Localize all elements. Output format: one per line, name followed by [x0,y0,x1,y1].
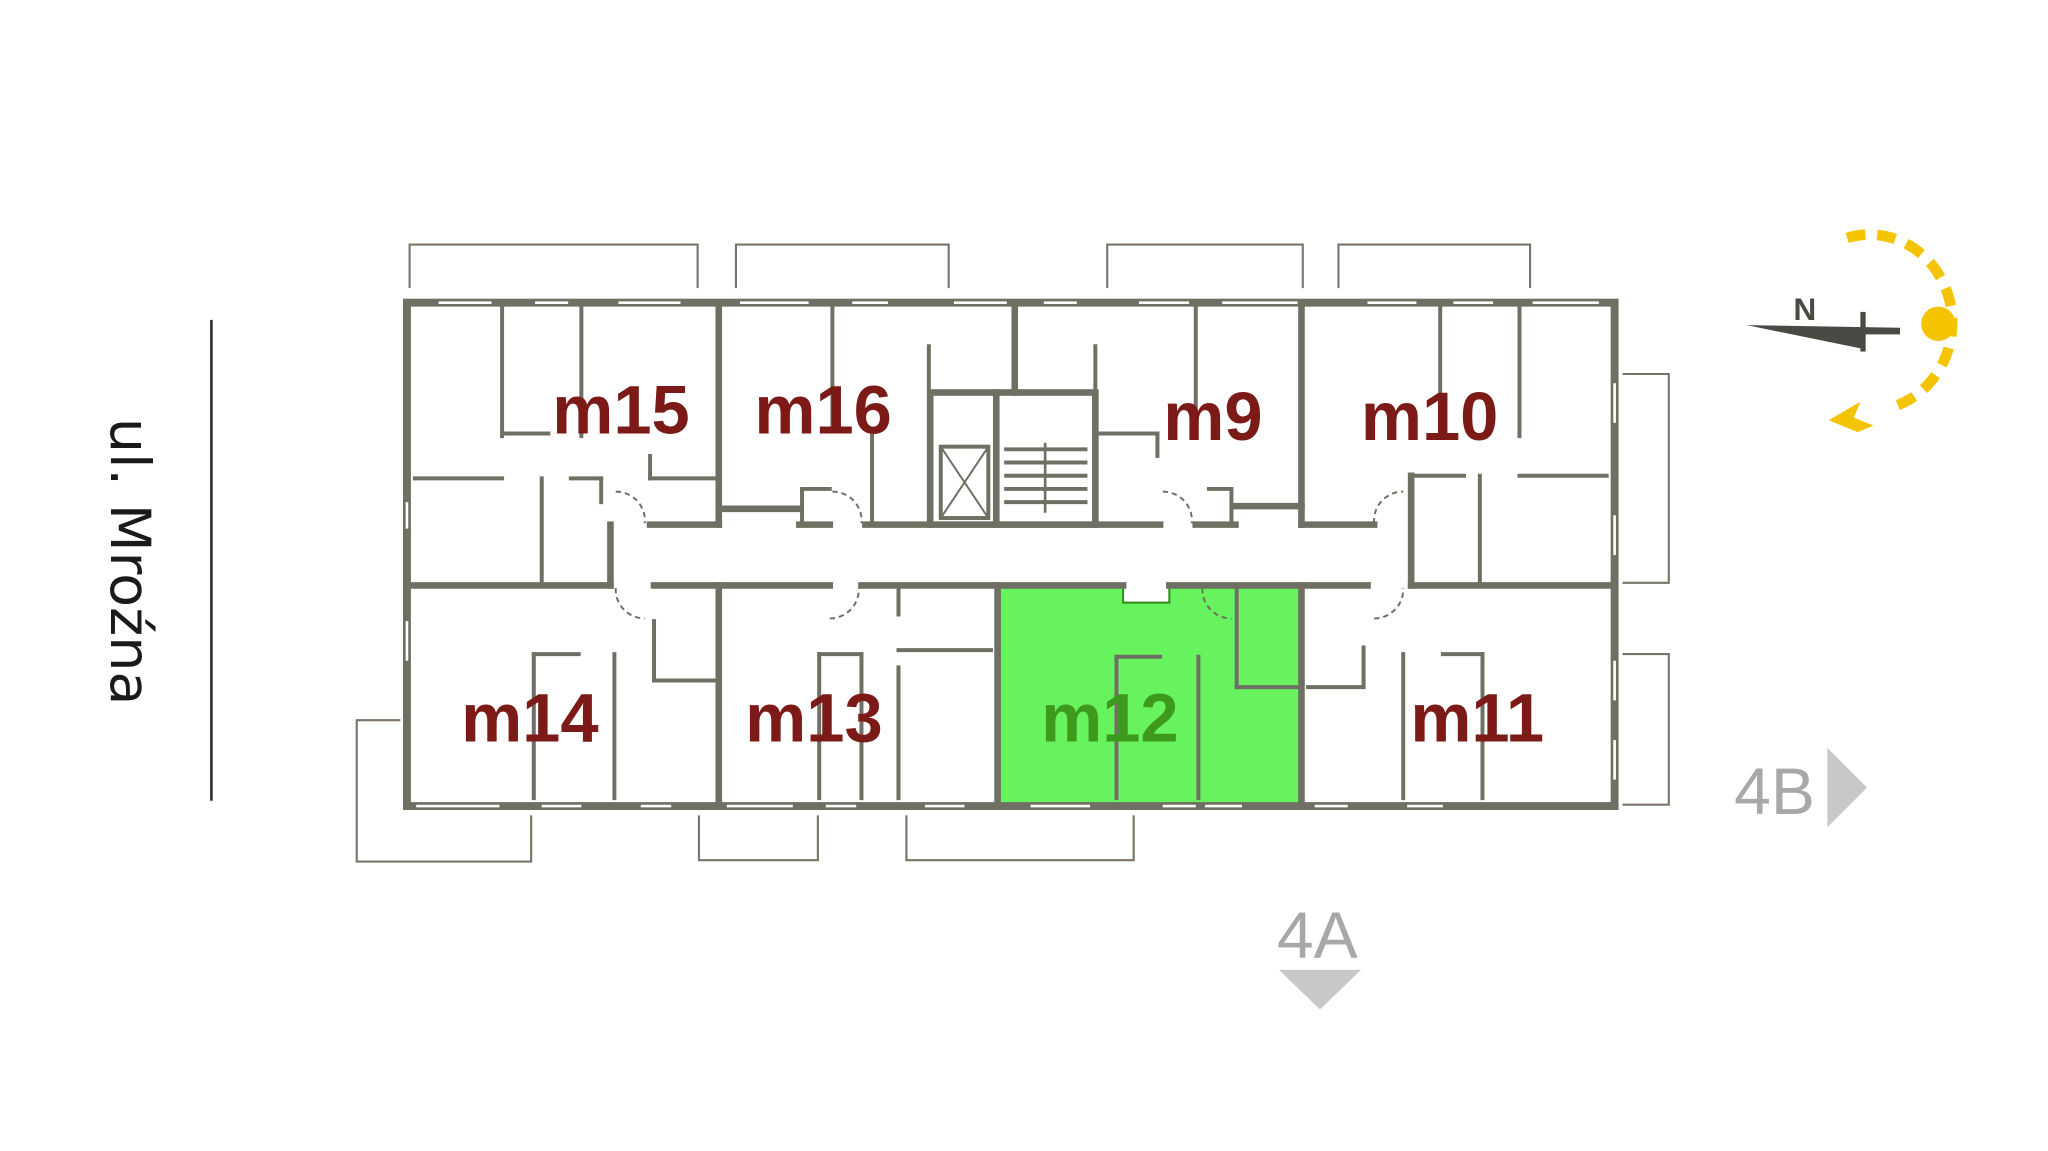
view-4a-button[interactable]: 4A [1277,898,1361,1010]
arrow-down-icon[interactable] [1279,969,1361,1010]
compass: N [1746,229,1958,433]
arrow-right-icon[interactable] [1827,747,1867,828]
apartment-m15-label[interactable]: m15 [552,371,689,448]
apartment-m16-label[interactable]: m16 [754,371,891,448]
apartment-m13-label[interactable]: m13 [745,679,882,756]
view-4b-label[interactable]: 4B [1734,754,1815,828]
view-4b-button[interactable]: 4B [1734,747,1867,828]
windows [405,301,1616,808]
north-arrow-icon [1746,325,1901,349]
sun-path-icon [1828,229,1958,433]
door-swings [614,490,1405,620]
apartment-m11-label[interactable]: m11 [1410,679,1544,756]
north-label: N [1793,291,1816,327]
apartment-m14-label[interactable]: m14 [461,679,598,756]
apartment-m9-label[interactable]: m9 [1163,378,1262,455]
interior-walls [403,299,1618,810]
elevator-icon [938,444,991,521]
view-4a-label[interactable]: 4A [1277,898,1358,972]
balconies [355,243,1670,863]
partition-walls [412,300,1609,801]
apartment-m10-label[interactable]: m10 [1361,378,1498,455]
stairs-icon [1004,442,1088,513]
street-name: ul. Mroźna [97,418,162,706]
apartment-m12-label[interactable]: m12 [1041,679,1178,756]
